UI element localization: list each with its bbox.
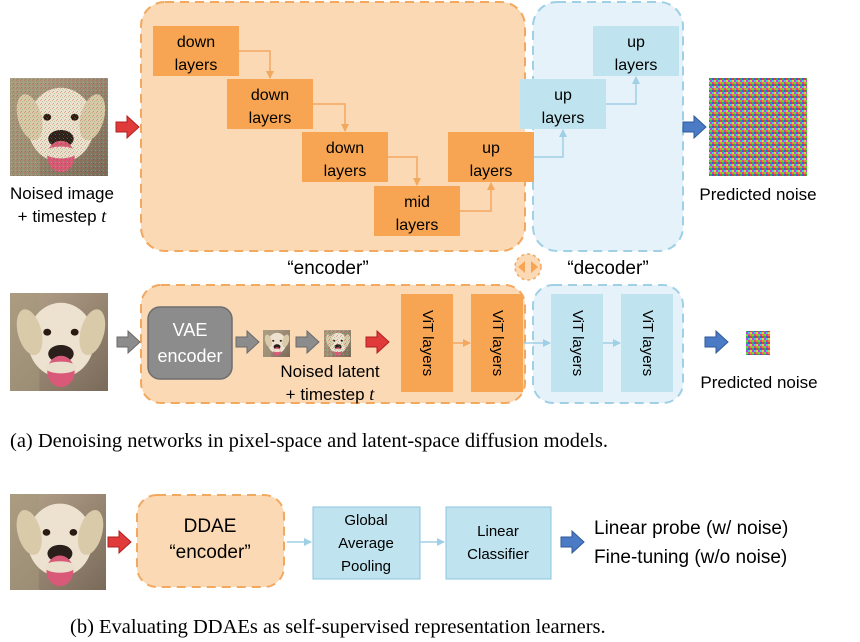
vit-block-1: ViT layers	[401, 294, 453, 392]
latent-predicted-noise-image	[746, 331, 770, 355]
eval-blue-arrow-icon	[560, 529, 585, 555]
svg-text:down: down	[326, 140, 364, 157]
vit-block-2: ViT layers	[471, 294, 523, 392]
svg-text:layers: layers	[249, 110, 292, 127]
svg-text:up: up	[482, 140, 500, 157]
caption-a: (a) Denoising networks in pixel-space an…	[10, 430, 608, 452]
output-arrow-icon	[682, 114, 707, 140]
noised-latent-caption-line1: Noised latent	[280, 362, 380, 381]
input-arrow-icon	[115, 114, 140, 140]
latent-output-arrow-icon	[704, 329, 729, 355]
svg-text:DDAE: DDAE	[184, 516, 237, 537]
down-layers-block-2: down layers	[227, 79, 313, 129]
decoder-label: “decoder”	[567, 258, 648, 279]
caption-b: (b) Evaluating DDAEs as self-supervised …	[70, 616, 606, 638]
swap-arrows-icon	[514, 253, 542, 281]
eval-red-arrow-icon	[107, 529, 132, 555]
svg-text:“encoder”: “encoder”	[169, 542, 250, 563]
result-linear-probe: Linear probe (w/ noise)	[594, 518, 788, 539]
vit-block-4: ViT layers	[621, 294, 673, 392]
svg-text:Average: Average	[338, 535, 394, 552]
global-average-pooling-block: Global Average Pooling	[312, 506, 421, 580]
svg-text:ViT layers: ViT layers	[419, 310, 436, 376]
arrow-up2-up3	[606, 76, 640, 105]
svg-text:Classifier: Classifier	[467, 546, 529, 563]
svg-text:layers: layers	[324, 163, 367, 180]
gray-arrow-icon-3	[295, 329, 320, 355]
svg-text:down: down	[177, 34, 215, 51]
clean-dog-image	[10, 293, 108, 391]
predicted-noise-image	[709, 78, 807, 176]
svg-text:Linear: Linear	[477, 523, 519, 540]
svg-text:layers: layers	[615, 57, 658, 74]
up-layers-block-1: up layers	[448, 132, 534, 182]
svg-text:encoder: encoder	[157, 346, 222, 366]
timestep-caption-line2: + timestep t	[18, 206, 108, 226]
encoder-label: “encoder”	[287, 258, 368, 279]
up-layers-block-2: up layers	[520, 79, 606, 129]
up-layers-block-3: up layers	[593, 26, 679, 76]
predicted-noise-caption-top: Predicted noise	[699, 185, 816, 204]
svg-text:mid: mid	[404, 194, 430, 211]
eval-dog-image	[10, 494, 106, 590]
vit-block-3: ViT layers	[551, 294, 603, 392]
svg-text:Pooling: Pooling	[341, 558, 391, 575]
svg-text:ViT layers: ViT layers	[569, 310, 586, 376]
svg-text:up: up	[627, 34, 645, 51]
svg-text:ViT layers: ViT layers	[489, 310, 506, 376]
predicted-noise-caption-bottom: Predicted noise	[700, 373, 817, 392]
svg-text:Global: Global	[344, 512, 387, 529]
result-fine-tuning: Fine-tuning (w/o noise)	[594, 547, 787, 568]
noised-dog-image	[10, 78, 108, 176]
vae-encoder-block: VAE encoder	[147, 306, 233, 380]
arrow-down1-down2	[239, 50, 274, 79]
latent-thumb-clean	[263, 330, 290, 357]
red-arrow-icon-latent	[365, 329, 390, 355]
down-layers-block-1: down layers	[153, 26, 239, 76]
noised-image-caption-line1: Noised image	[10, 184, 114, 203]
mid-layers-block: mid layers	[374, 186, 460, 236]
linear-classifier-block: Linear Classifier	[445, 506, 552, 580]
arrow-down2-down3	[313, 103, 349, 132]
svg-text:layers: layers	[175, 57, 218, 74]
svg-text:layers: layers	[396, 217, 439, 234]
svg-text:ViT layers: ViT layers	[639, 310, 656, 376]
latent-thumb-noised	[324, 330, 351, 357]
svg-text:VAE: VAE	[173, 320, 208, 340]
ddae-encoder-block: DDAE “encoder”	[136, 494, 285, 588]
gray-arrow-icon-1	[116, 329, 141, 355]
gray-arrow-icon-2	[235, 329, 260, 355]
arrow-up1-up2	[534, 129, 567, 158]
arrow-down3-mid	[388, 156, 421, 186]
down-layers-block-3: down layers	[302, 132, 388, 182]
noised-latent-caption-line2: + timestep t	[286, 384, 376, 404]
svg-text:layers: layers	[542, 110, 585, 127]
svg-text:up: up	[554, 87, 572, 104]
arrow-mid-up1	[460, 182, 495, 212]
svg-text:down: down	[251, 87, 289, 104]
svg-text:layers: layers	[470, 163, 513, 180]
